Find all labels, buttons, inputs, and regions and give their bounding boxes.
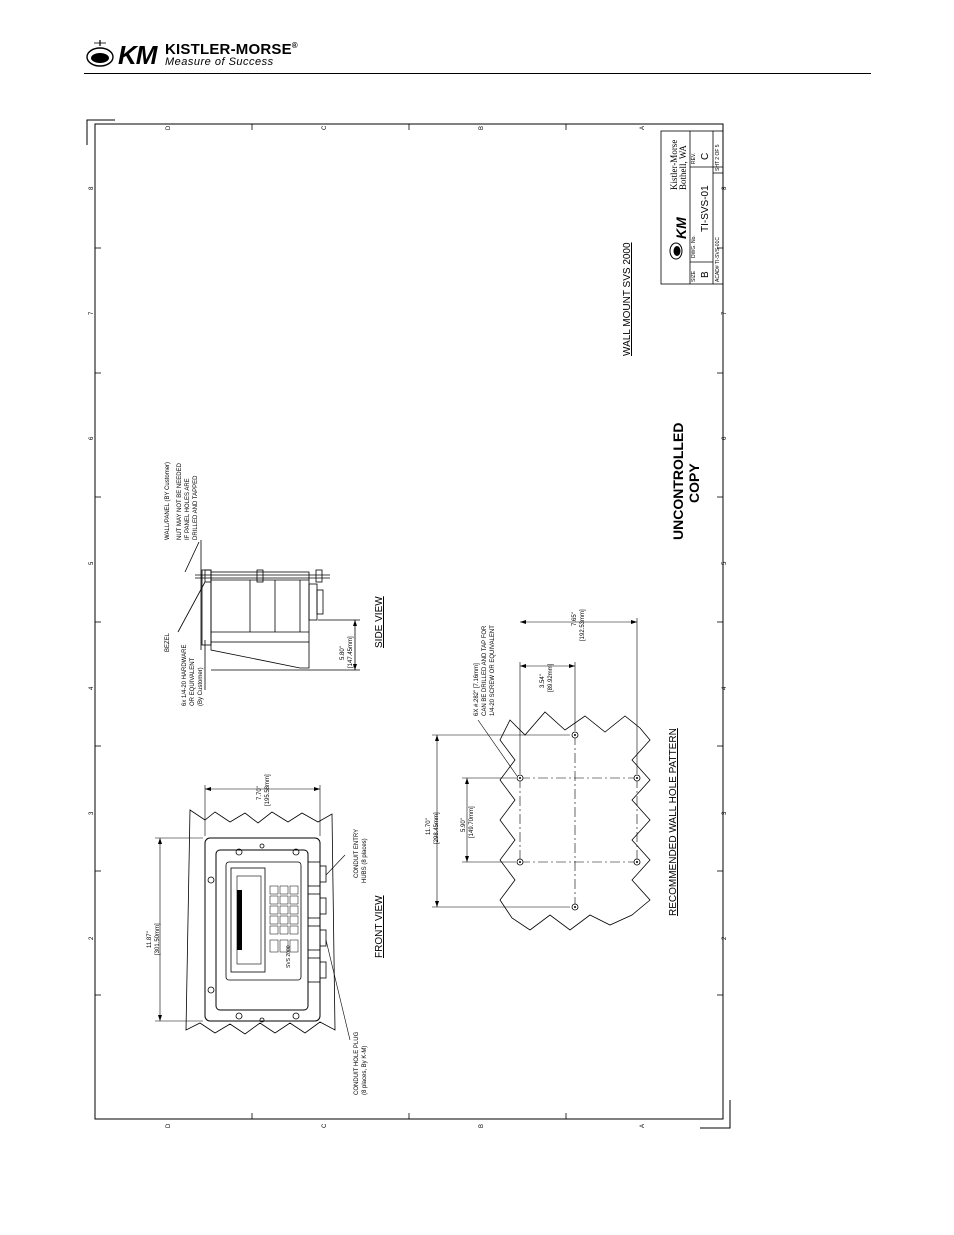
zone-number: 3 (89, 811, 95, 815)
acad-value: TI-SVS-01C (715, 237, 721, 264)
zone-letter: C (322, 125, 328, 130)
zone-letter: C (322, 1123, 328, 1128)
pattern-half-height-mm: [149.70mm] (469, 806, 475, 838)
rev-value: C (700, 152, 711, 160)
zone-letter: D (166, 125, 172, 130)
zone-number: 2 (722, 936, 728, 940)
brand-tagline: Measure of Success (165, 56, 274, 68)
zone-letter: A (640, 125, 646, 130)
conduit-plug-note: (8 places, By K-M) (362, 1045, 368, 1095)
drawing-title: WALL MOUNT SVS 2000 (622, 242, 633, 356)
conduit-hubs-note: HUBS (8 places) (362, 838, 368, 883)
front-height-in: 11.87" (147, 931, 153, 948)
acad-label: ACAD# (715, 265, 721, 282)
side-view-label: SIDE VIEW (374, 596, 385, 648)
zone-number: 5 (89, 561, 95, 565)
title-block (660, 130, 724, 285)
sheet-number: SHT 2 OF 5 (715, 144, 721, 171)
bezel-label: BEZEL (165, 632, 171, 652)
dwg-value: TI-SVS-01 (700, 185, 711, 232)
hardware-note: (By Customer) (198, 667, 204, 706)
zone-number: 3 (722, 811, 728, 815)
zone-letter: A (640, 1123, 646, 1128)
zone-number: 6 (722, 436, 728, 440)
keypad-label: SVS 2000 (286, 945, 292, 968)
hole-pattern-label: RECOMMENDED WALL HOLE PATTERN (668, 728, 679, 916)
nut-note: IF PANEL HOLES ARE (185, 478, 191, 540)
nut-note: NUT MAY NOT BE NEEDED (177, 463, 183, 540)
title-block-logo-icon: KM (669, 217, 689, 260)
side-depth-mm: [147.45mm] (348, 636, 354, 668)
nut-note: DRILLED AND TAPPED (193, 475, 199, 540)
uncontrolled-stamp: UNCONTROLLED (670, 422, 686, 540)
title-block-location: Bothell, WA (678, 145, 688, 190)
size-value: B (700, 271, 711, 278)
conduit-hubs-note: CONDUIT ENTRY (354, 828, 360, 878)
side-depth-in: 5.80" (340, 646, 346, 660)
pattern-width-in: 7.65" (572, 612, 578, 626)
zone-number: 7 (89, 311, 95, 315)
logo-letters: KM (118, 40, 157, 70)
zone-number: 2 (89, 936, 95, 940)
zone-letter: D (166, 1123, 172, 1128)
zone-number: 8 (89, 186, 95, 190)
zone-number: 6 (89, 436, 95, 440)
svg-text:KM: KM (673, 217, 689, 239)
hole-note: CAN BE DRILLED AND TAP FOR (482, 625, 488, 716)
zone-letter: B (479, 125, 485, 130)
pattern-half-width-mm: [89.92mm] (548, 663, 554, 692)
zone-number: 8 (722, 186, 728, 190)
wall-panel-note: WALL/PANEL (BY Customer) (165, 461, 171, 540)
keypad (269, 885, 299, 953)
front-width-in: 7.70" (257, 786, 263, 800)
pattern-height-mm: [298.45mm] (434, 812, 440, 844)
size-label: SIZE (691, 270, 697, 282)
hardware-note: OR EQUIVALENT (190, 657, 196, 706)
conduit-plug-note: CONDUIT HOLE PLUG (354, 1031, 360, 1095)
zone-letter: B (479, 1123, 485, 1128)
zone-number: 4 (89, 686, 95, 690)
kistler-morse-logo-icon (86, 40, 114, 67)
pattern-width-mm: [192.53mm] (580, 609, 586, 641)
copy-stamp: COPY (686, 463, 702, 503)
front-height-mm: [301.50mm] (155, 923, 161, 955)
pattern-half-height-in: 5.90" (461, 818, 467, 832)
pattern-half-width-in: 3.54" (540, 674, 546, 688)
header-rule (84, 73, 871, 74)
zone-number: 5 (722, 561, 728, 565)
dwg-label: DWG. No. (691, 235, 697, 258)
hardware-note: 6x 1/4-20 HARDWARE (182, 644, 188, 706)
zone-number: 7 (722, 311, 728, 315)
front-view-label: FRONT VIEW (374, 895, 385, 958)
hole-note: 6X #.282" [7.16mm] (474, 663, 480, 716)
zone-number: 4 (722, 686, 728, 690)
pattern-height-in: 11.70" (426, 818, 432, 835)
brand-name: KISTLER-MORSE® (165, 41, 298, 58)
front-width-mm: [195.58mm] (265, 774, 271, 806)
hole-note: 1/4-20 SCREW OR EQUIVALENT (490, 625, 496, 716)
rev-label: REV. (691, 152, 697, 164)
